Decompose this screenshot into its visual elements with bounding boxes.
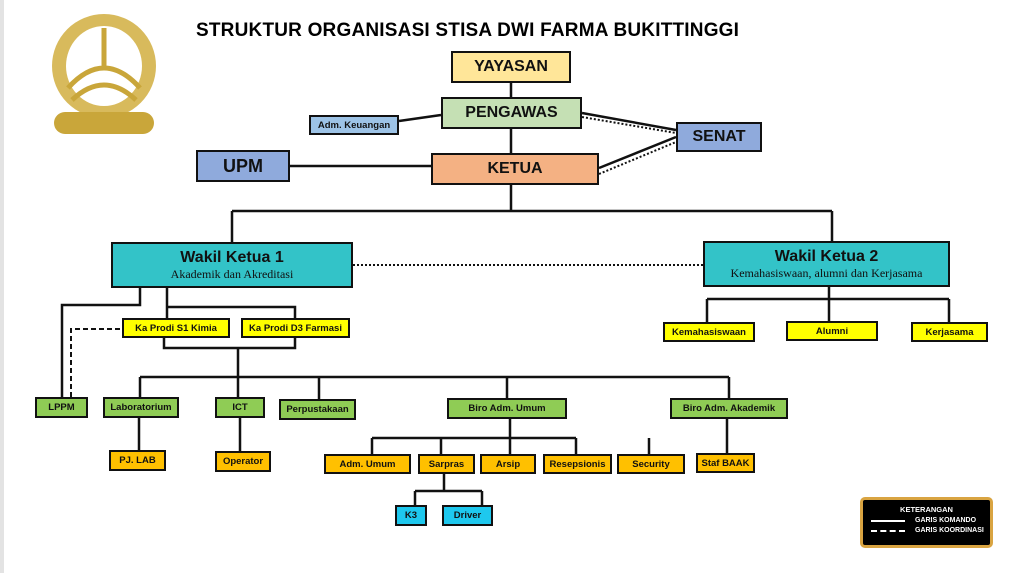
- node-senat: SENAT: [676, 122, 762, 152]
- node-biro-adm-umum: Biro Adm. Umum: [447, 398, 567, 419]
- node-upm: UPM: [196, 150, 290, 182]
- node-prodi-d3: Ka Prodi D3 Farmasi: [241, 318, 350, 338]
- node-alumni: Alumni: [786, 321, 878, 341]
- wk1-subtitle: Akademik dan Akreditasi: [170, 266, 294, 281]
- wk2-subtitle: Kemahasiswaan, alumni dan Kerjasama: [730, 265, 923, 280]
- node-laboratorium: Laboratorium: [103, 397, 179, 418]
- node-k3: K3: [395, 505, 427, 526]
- node-adm-keuangan: Adm. Keuangan: [309, 115, 399, 135]
- wk1-title: Wakil Ketua 1: [180, 248, 284, 266]
- legend-komando: GARIS KOMANDO: [915, 517, 977, 524]
- node-ict: ICT: [215, 397, 265, 418]
- solid-line-sample: [871, 519, 905, 522]
- node-perpustakaan: Perpustakaan: [279, 399, 356, 420]
- node-adm-umum: Adm. Umum: [324, 454, 411, 474]
- node-ketua: KETUA: [431, 153, 599, 185]
- node-driver: Driver: [442, 505, 493, 526]
- node-sarpras: Sarpras: [418, 454, 475, 474]
- node-security: Security: [617, 454, 685, 474]
- node-pengawas: PENGAWAS: [441, 97, 582, 129]
- page-title: STRUKTUR ORGANISASI STISA DWI FARMA BUKI…: [196, 20, 740, 41]
- node-lppm: LPPM: [35, 397, 88, 418]
- legend-title: KETERANGAN: [900, 505, 953, 514]
- node-kerjasama: Kerjasama: [911, 322, 988, 342]
- node-arsip: Arsip: [480, 454, 536, 474]
- legend: KETERANGAN GARIS KOMANDO GARIS KOORDINAS…: [860, 497, 993, 548]
- legend-koordinasi: GARIS KOORDINASI: [915, 527, 984, 534]
- node-pj-lab: PJ. LAB: [109, 450, 166, 471]
- node-wakil-ketua-2: Wakil Ketua 2 Kemahasiswaan, alumni dan …: [703, 241, 950, 287]
- node-staf-baak: Staf BAAK: [696, 453, 755, 473]
- wk2-title: Wakil Ketua 2: [774, 247, 879, 265]
- node-wakil-ketua-1: Wakil Ketua 1 Akademik dan Akreditasi: [111, 242, 353, 288]
- node-resepsionis: Resepsionis: [543, 454, 612, 474]
- node-biro-adm-akademik: Biro Adm. Akademik: [670, 398, 788, 419]
- node-operator: Operator: [215, 451, 271, 472]
- node-yayasan: YAYASAN: [451, 51, 571, 83]
- dashed-line-sample: [871, 529, 905, 532]
- connector-lines: [60, 83, 951, 505]
- node-prodi-s1: Ka Prodi S1 Kimia: [122, 318, 230, 338]
- institution-logo: [48, 8, 160, 136]
- node-kemahasiswaan: Kemahasiswaan: [663, 322, 755, 342]
